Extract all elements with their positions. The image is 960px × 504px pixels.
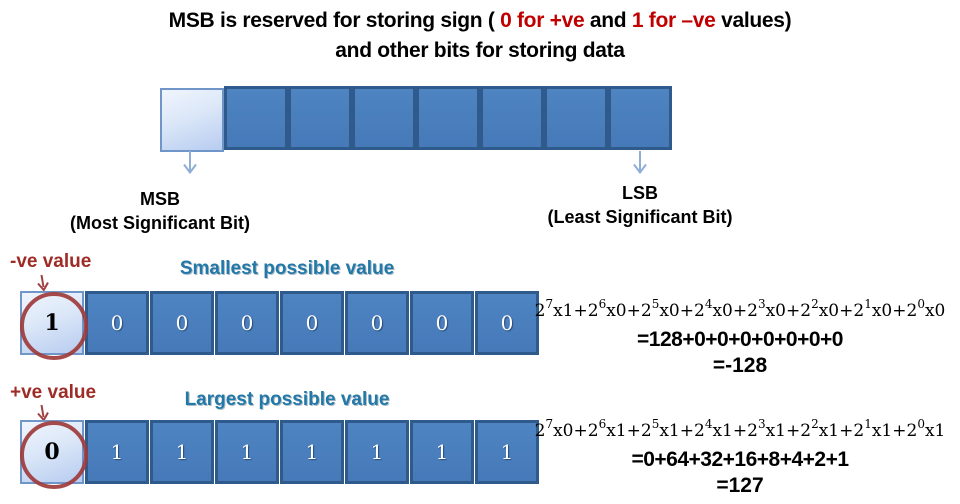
equation-sum: =128+0+0+0+0+0+0+0 [637,328,843,351]
negative-value-tag: -ve value [10,251,92,272]
bit-cell [608,86,672,150]
bit-cell: 0 [345,291,409,355]
lsb-abbr: LSB [622,183,658,203]
byte-row-demo [160,86,672,152]
sign-circle-negative [20,292,88,360]
lsb-arrow-icon [633,151,647,175]
bit-cell: 1 [345,420,409,484]
msb-abbr: MSB [140,189,180,209]
bit-cell [352,86,416,150]
msb-full: (Most Significant Bit) [70,213,250,233]
equation-expansion: 27x0+26x1+25x1+24x1+23x1+22x1+21x1+20x1 [534,417,946,441]
title-segment-positive-rule: 0 for +ve [500,9,585,32]
equation-expansion: 27x1+26x0+25x0+24x0+23x0+22x0+21x0+20x0 [534,297,946,321]
bit-cell [544,86,608,150]
equation-negative: 27x1+26x0+25x0+24x0+23x0+22x0+21x0+20x0 … [525,297,955,379]
bit-cell: 0 [215,291,279,355]
bit-cell: 1 [280,420,344,484]
bit-cell: 0 [410,291,474,355]
bit-cell: 1 [150,420,214,484]
bit-cell: 1 [85,420,149,484]
bit-cell: 0 [85,291,149,355]
lsb-label: LSB (Least Significant Bit) [530,181,750,229]
equation-positive: 27x0+26x1+25x1+24x1+23x1+22x1+21x1+20x1 … [525,417,955,499]
equation-sum: =0+64+32+16+8+4+2+1 [631,448,849,471]
title-line-2: and other bits for storing data [335,39,625,62]
msb-arrow-icon [183,151,197,175]
equation-result: =127 [716,474,764,497]
title-segment: and [584,9,632,32]
bit-cell: 1 [215,420,279,484]
negative-arrow-icon [37,274,49,292]
title-line-1: MSB is reserved for storing sign ( 0 for… [0,6,960,36]
bit-cell: 1 [475,420,539,484]
sign-circle-positive [20,421,88,489]
bit-cell: 0 [475,291,539,355]
equation-result: =-128 [712,354,768,377]
msb-label: MSB (Most Significant Bit) [50,187,270,235]
bit-cell: 1 [410,420,474,484]
bit-cell: 0 [280,291,344,355]
bit-cell [224,86,288,150]
bit-cell [480,86,544,150]
title-segment: MSB is reserved for storing sign ( [168,9,501,32]
positive-value-tag: +ve value [10,382,97,403]
page-title: MSB is reserved for storing sign ( 0 for… [0,6,960,66]
smallest-value-heading: Smallest possible value [179,258,395,279]
msb-cell [160,88,224,152]
bit-cell: 0 [150,291,214,355]
title-segment-negative-rule: 1 for –ve [631,9,716,32]
bit-cell [288,86,352,150]
title-segment: values) [715,9,792,32]
bit-cell [416,86,480,150]
largest-value-heading: Largest possible value [184,389,390,410]
lsb-full: (Least Significant Bit) [547,207,733,227]
